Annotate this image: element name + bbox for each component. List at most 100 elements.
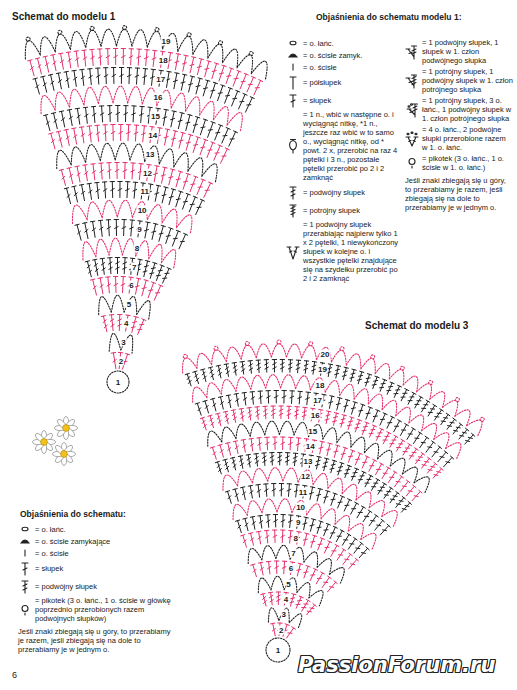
symbol-stroke: [406, 75, 417, 88]
chain-row: [248, 545, 344, 583]
legend-text: = pikotek (3 o. łańc., 1 o. ścisłe w głó…: [35, 596, 178, 623]
stitch-row: [261, 592, 317, 615]
legend-text: = 1 podwójny słupek przerabiając najpier…: [303, 220, 400, 283]
legend-entry: = 1 potrójny słupek, 3 o. łańc., 1 podwó…: [405, 96, 513, 123]
legend-text: = o. łańc.: [303, 39, 400, 48]
row-number: 14: [305, 441, 316, 450]
stitch-symbol: [18, 524, 32, 534]
chain-row: [208, 421, 430, 492]
stitch-symbol: [405, 102, 419, 118]
stitch-symbol: [286, 92, 300, 108]
symbol-stroke: [290, 95, 296, 107]
stitch-row: [44, 106, 238, 147]
stitch-symbol: [18, 578, 32, 594]
legend-entry: = podwójny słupek: [286, 184, 400, 200]
symbol-stroke: [22, 581, 28, 593]
row-number: 5: [285, 579, 291, 588]
stitch-row: [236, 515, 370, 558]
chain-row: [83, 238, 176, 268]
legend-text: = słupek: [35, 564, 178, 573]
chain-row: [183, 340, 485, 436]
symbol-stroke: [289, 54, 297, 57]
symbol-stroke: [290, 205, 296, 217]
stitch-symbol: [286, 50, 300, 60]
legend-column: = 1 podwójny słupek, 1 słupek w 1. człon…: [405, 38, 513, 212]
legend-column: = o. łańc.= o. ścisłe zamykające= o. ści…: [18, 524, 178, 654]
row-number: 13: [302, 457, 313, 466]
stitch-row: [215, 453, 411, 513]
foundation-ring: [107, 371, 129, 393]
row-number: 1: [275, 646, 281, 655]
symbol-stroke: [21, 540, 29, 543]
stitch-symbol: [405, 44, 419, 60]
legend-text: = 1 potrójny słupek, 1 podwójny słupek w…: [422, 67, 513, 94]
stitch-symbol: [286, 184, 300, 200]
row-number: 9: [295, 518, 301, 527]
legend-entry: = potrójny słupek: [286, 202, 400, 218]
legend-entry: = o. ścisłe: [286, 62, 400, 72]
stitch-row: [91, 277, 163, 301]
daisy: [53, 443, 76, 466]
stitch-symbol: [286, 38, 300, 48]
legend-text: = o. ścisłe zamyk.: [303, 51, 400, 60]
legend-entry: = 4 o. łańc., 2 podwójne słupki przerobi…: [405, 125, 513, 152]
symbol-stroke: [292, 64, 293, 70]
row-number: 2: [278, 625, 284, 634]
chain-row: [109, 333, 133, 353]
legend-entry: = słupek: [286, 92, 400, 108]
stitch-symbol: [18, 560, 32, 576]
legend-text: = 4 o. łańc., 2 podwójne słupki przerobi…: [422, 125, 513, 152]
note: Jeśli znaki zbiegają się u góry, to prze…: [405, 176, 513, 212]
row-number: 1: [115, 378, 121, 387]
legend-text: = 1 potrójny słupek, 3 o. łańc., 1 podwó…: [422, 96, 513, 123]
stitch-row: [75, 220, 188, 249]
chain-row: [258, 576, 323, 606]
symbol-stroke: [22, 527, 28, 531]
legend-entry: = o. ścisłe zamyk.: [286, 50, 400, 60]
row-number: 18: [315, 380, 326, 389]
legend-entry: = o. łańc.: [286, 38, 400, 48]
row-number: 14: [147, 130, 158, 139]
stitch-row: [111, 352, 130, 369]
stitch-symbol: [286, 138, 300, 154]
symbol-stroke: [406, 46, 417, 59]
chart-heading: Schemat do modelu 3: [365, 320, 468, 332]
row-number: 5: [126, 300, 132, 309]
row-number: 11: [298, 487, 308, 496]
row-number: 13: [145, 149, 156, 158]
symbol-stroke: [290, 140, 297, 154]
row-number: 12: [142, 168, 153, 177]
foundation-ring: [266, 638, 290, 662]
legend-text: = potrójny słupek: [303, 206, 400, 215]
stitch-symbol: [405, 73, 419, 89]
legend-entry: = podwójny słupek: [18, 578, 178, 594]
stitch-symbol: [18, 548, 32, 558]
legend-heading: Objaśnienia do schematu modelu 1:: [316, 12, 461, 23]
watermark: PassionForum.ru: [298, 652, 495, 678]
chain-row: [25, 26, 267, 80]
stitch-symbol: [286, 74, 300, 90]
stitch-symbol: [286, 202, 300, 218]
row-number: 6: [128, 281, 134, 290]
row-number: 16: [153, 93, 164, 102]
chain-row: [72, 200, 191, 233]
legend-text: = 1 podwójny słupek, 1 słupek w 1. człon…: [422, 38, 513, 65]
row-number: 20: [319, 349, 330, 358]
chain-row: [268, 608, 301, 629]
legend-entry: = 1 podwójny słupek, 1 słupek w 1. człon…: [405, 38, 513, 65]
symbol-stroke: [287, 247, 299, 259]
legend-entry: = pikotek (3 o. łańc., 1 o. ścisłe w głó…: [18, 596, 178, 623]
legend-text: = pikotek (3 o. łańc., 1 o. ścisłe w 1. …: [422, 154, 513, 172]
legend-entry: = o. ścisłe zamykające: [18, 536, 178, 546]
row-number: 16: [310, 411, 321, 420]
row-number: 19: [317, 365, 328, 374]
legend-text: = słupek: [303, 96, 400, 105]
row-number: 8: [293, 533, 299, 542]
stitch-row: [185, 360, 475, 445]
legend-text: = o. ścisłe zamykające: [35, 537, 178, 546]
row-number: 17: [312, 395, 323, 404]
chart-heading: Schemat do modelu 1: [12, 11, 115, 23]
legend-text: = półsłupek: [303, 78, 400, 87]
stitch-symbol: [286, 62, 300, 72]
symbol-stroke: [290, 187, 296, 199]
